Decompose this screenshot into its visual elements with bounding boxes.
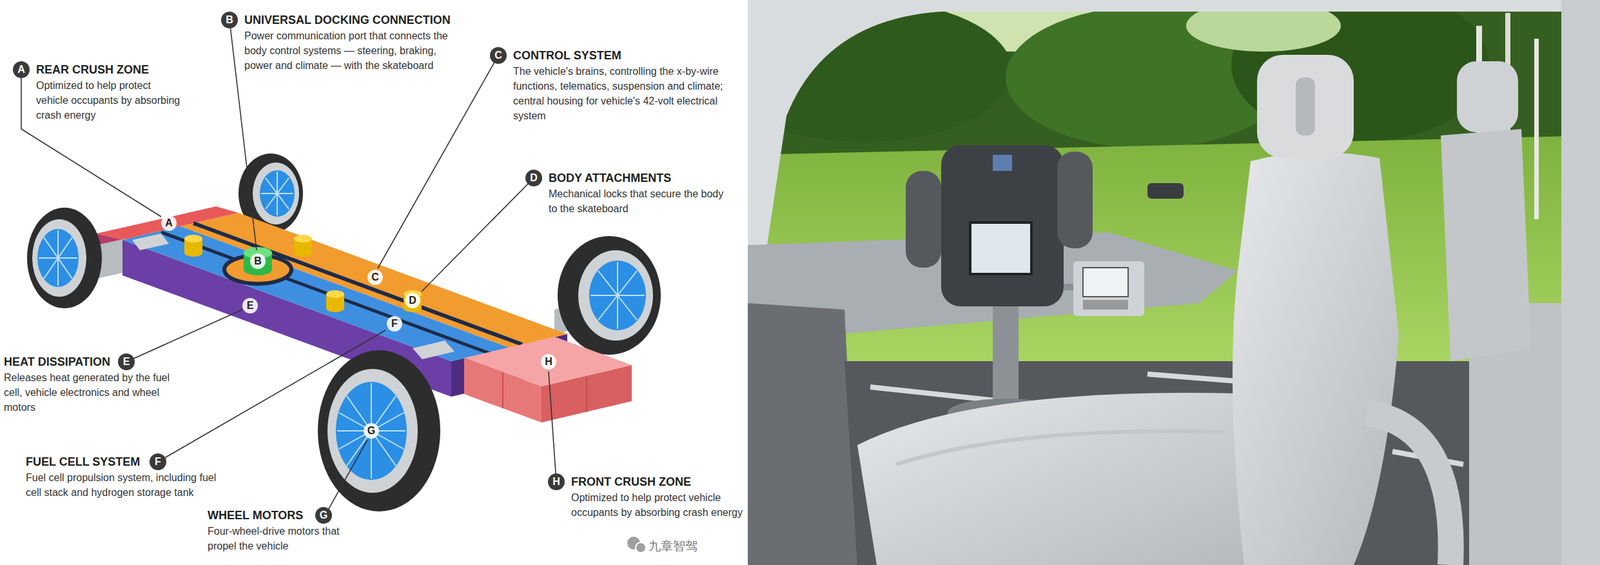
part-letter: D	[404, 292, 421, 309]
part-letter: C	[367, 269, 383, 285]
callout-letter: F	[149, 453, 167, 470]
callout-text: Optimized to help protect vehicle occupa…	[36, 78, 185, 123]
interior-photo	[747, 0, 1600, 565]
docking-connector	[224, 246, 292, 284]
callout-heading: HEAT DISSIPATION	[3, 353, 186, 371]
callout-letter: B	[221, 11, 238, 29]
body-attachment-locks	[184, 234, 422, 313]
callout-heading: UNIVERSAL DOCKING CONNECTION	[244, 11, 458, 29]
callout-letter: C	[489, 47, 507, 64]
callout-letter: G	[315, 506, 332, 524]
leader-lines	[21, 19, 557, 518]
callout-heading: BODY ATTACHMENTS	[548, 169, 730, 187]
callout-text: Optimized to help protect vehicle occupa…	[571, 489, 746, 520]
callout-text: Four-wheel-drive motors that propel the …	[207, 523, 369, 554]
callout-text: Mechanical locks that secure the body to…	[548, 186, 730, 216]
callout-text: Power communication port that connects t…	[244, 28, 458, 73]
callout: H FRONT CRUSH ZONEOptimized to help prote…	[547, 473, 746, 520]
callout-heading: CONTROL SYSTEM	[513, 47, 733, 64]
front-crush-zone	[464, 336, 632, 423]
part-letter: E	[242, 297, 258, 314]
callout: D BODY ATTACHMENTSMechanical locks that s…	[525, 169, 730, 216]
callout-heading: REAR CRUSH ZONE	[36, 61, 185, 79]
callout-text: The vehicle's brains, controlling the x-…	[513, 63, 733, 124]
callout-letter: A	[12, 61, 30, 79]
part-letter: F	[386, 315, 403, 332]
part-letter: A	[161, 215, 177, 231]
front-right-wheel	[557, 235, 661, 355]
callout-letter: E	[117, 353, 135, 371]
watermark-icon	[627, 536, 646, 553]
callout: GWHEEL MOTORSFour-wheel-drive motors tha…	[207, 506, 369, 554]
callout-heading: WHEEL MOTORS	[207, 506, 369, 524]
callout-text: Fuel cell propulsion system, including f…	[25, 469, 220, 500]
front-left-wheel	[317, 350, 441, 512]
part-letter: G	[363, 422, 380, 439]
callout-letter: D	[525, 169, 543, 187]
callout: A REAR CRUSH ZONEOptimized to help protec…	[12, 61, 185, 123]
callout-letter: H	[547, 473, 565, 490]
callout-heading: FRONT CRUSH ZONE	[571, 473, 746, 490]
callout-heading: FUEL CELL SYSTEM	[25, 453, 220, 470]
watermark: 九章智驾	[647, 537, 699, 554]
rear-left-wheel	[27, 207, 102, 309]
callout-text: Releases heat generated by the fuel cell…	[3, 370, 186, 415]
callout: FFUEL CELL SYSTEMFuel cell propulsion sy…	[25, 453, 220, 500]
part-letter: B	[250, 253, 266, 269]
part-letter: H	[540, 353, 557, 370]
callout: B UNIVERSAL DOCKING CONNECTIONPower commu…	[221, 11, 458, 73]
callout: C CONTROL SYSTEMThe vehicle's brains, con…	[489, 47, 733, 124]
callout: EHEAT DISSIPATIONReleases heat generated…	[3, 353, 186, 415]
